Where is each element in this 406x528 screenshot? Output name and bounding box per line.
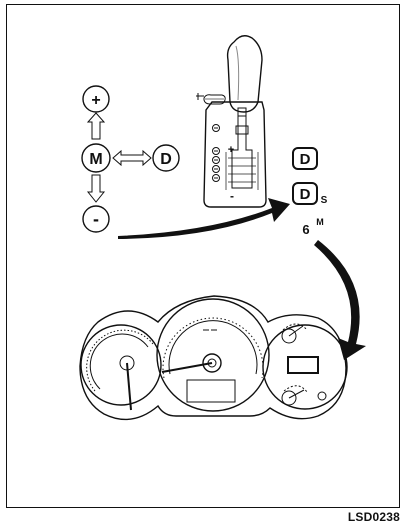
gate-minus-mark: - xyxy=(230,189,234,203)
gear-number-label: 6 xyxy=(302,222,309,237)
shift-lever-assembly: + - xyxy=(196,35,267,208)
drive-indicator-label: D xyxy=(300,151,311,168)
mode-switch-icon xyxy=(196,93,226,105)
instrument-cluster xyxy=(79,295,348,421)
figure-code: LSD0238 xyxy=(347,510,400,524)
speedometer-gauge xyxy=(156,298,270,412)
drive-indicator-box xyxy=(292,147,318,170)
figure-frame xyxy=(6,4,400,508)
indicator-list: D D S 6 M xyxy=(292,147,328,237)
arrow-to-indicators xyxy=(118,198,290,239)
minus-symbol: - xyxy=(93,209,99,229)
cluster-housing xyxy=(79,295,347,421)
gate-slot xyxy=(231,115,253,189)
sport-indicator-label: D xyxy=(300,186,311,203)
double-arrow-icon xyxy=(112,149,152,167)
sport-indicator-box xyxy=(292,182,318,205)
drive-circle xyxy=(152,144,180,172)
plus-circle xyxy=(82,85,110,113)
manual-suffix: M xyxy=(316,217,324,227)
gate-panel xyxy=(203,101,267,208)
drive-symbol: D xyxy=(160,151,172,168)
tachometer-gauge xyxy=(80,324,162,406)
manual-symbol: M xyxy=(89,151,102,168)
speedometer-needle xyxy=(161,362,213,373)
manual-circle xyxy=(81,143,111,173)
plus-symbol: + xyxy=(91,92,100,109)
arrow-to-display xyxy=(314,240,366,360)
shift-knob xyxy=(226,35,263,113)
up-arrow-icon xyxy=(86,112,106,140)
tachometer-needle xyxy=(126,362,132,411)
odometer-display xyxy=(186,379,236,403)
sport-suffix: S xyxy=(321,195,328,206)
minus-circle xyxy=(82,205,110,233)
shift-position-display xyxy=(287,356,319,374)
mode-diagram: + M D - xyxy=(81,85,180,233)
right-gauge-cluster xyxy=(262,324,348,410)
gate-plus-mark: + xyxy=(228,144,234,156)
down-arrow-icon xyxy=(86,174,106,203)
